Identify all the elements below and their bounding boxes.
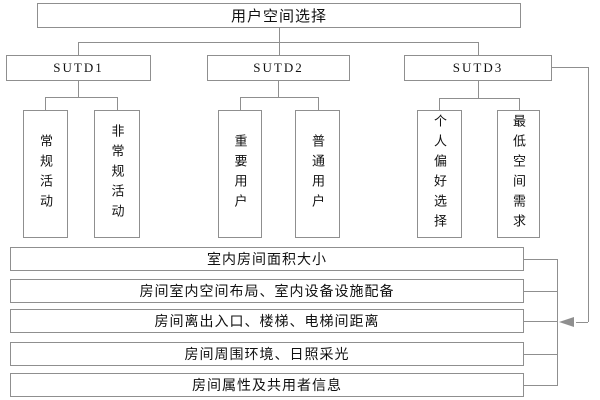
connector-line (478, 81, 479, 98)
connector-line (588, 67, 589, 322)
root-box-label: 用户空间选择 (230, 9, 327, 25)
connector-line (519, 98, 520, 110)
leaf-box-ordinary-user: 普通用户 (295, 110, 340, 238)
root-box-user-space-selection: 用户空间选择 (37, 3, 521, 28)
criteria-row-distance: 房间离出入口、楼梯、电梯间距离 (10, 309, 524, 333)
criteria-row-label: 房间离出入口、楼梯、电梯间距离 (154, 315, 380, 330)
connector-line (524, 259, 557, 260)
connector-line (439, 98, 440, 110)
leaf-box-label: 重要用户 (232, 134, 248, 214)
left-arrowhead-icon (559, 317, 574, 327)
connector-line (78, 81, 79, 97)
leaf-box-regular-activity: 常规活动 (23, 110, 68, 238)
connector-line (45, 97, 117, 98)
leaf-box-label: 最低空间需求 (511, 114, 526, 234)
connector-line (576, 322, 588, 323)
branch-box-sutd1: SUTD1 (6, 55, 151, 81)
leaf-box-label: 非常规活动 (109, 124, 125, 224)
criteria-row-attributes-cousers: 房间属性及共用者信息 (10, 373, 524, 397)
branch-box-sutd2: SUTD2 (207, 55, 350, 81)
criteria-row-layout-equipment: 房间室内空间布局、室内设备设施配备 (10, 279, 524, 303)
connector-line (524, 291, 557, 292)
connector-line (45, 97, 46, 110)
leaf-box-minimum-space: 最低空间需求 (497, 110, 540, 238)
connector-line (240, 97, 318, 98)
connector-line (240, 97, 241, 110)
leaf-box-personal-preference: 个人偏好选择 (417, 110, 462, 238)
branch-box-label: SUTD3 (452, 60, 504, 75)
leaf-box-label: 常规活动 (38, 134, 53, 214)
connector-line (552, 67, 588, 68)
criteria-row-label: 房间属性及共用者信息 (192, 379, 342, 394)
connector-line (478, 42, 479, 55)
connector-line (524, 354, 557, 355)
leaf-box-important-user: 重要用户 (218, 110, 262, 238)
leaf-box-label: 普通用户 (310, 134, 325, 214)
criteria-row-label: 房间室内空间布局、室内设备设施配备 (139, 285, 395, 300)
connector-line (78, 42, 478, 43)
leaf-box-label: 个人偏好选择 (432, 114, 447, 234)
connector-line (439, 98, 519, 99)
criteria-row-label: 室内房间面积大小 (207, 253, 327, 268)
connector-line (278, 81, 279, 97)
connector-line (524, 385, 557, 386)
connector-line (78, 42, 79, 55)
branch-box-label: SUTD1 (53, 60, 104, 75)
connector-line (117, 97, 118, 110)
connector-line (318, 97, 319, 110)
connector-line (557, 259, 558, 386)
connector-line (524, 321, 557, 322)
connector-line (279, 28, 280, 55)
branch-box-label: SUTD2 (253, 60, 304, 75)
criteria-row-label: 房间周围环境、日照采光 (184, 348, 350, 363)
criteria-row-environment-sunlight: 房间周围环境、日照采光 (10, 342, 524, 366)
criteria-row-area: 室内房间面积大小 (10, 247, 524, 271)
branch-box-sutd3: SUTD3 (404, 55, 552, 81)
leaf-box-irregular-activity: 非常规活动 (94, 110, 140, 238)
